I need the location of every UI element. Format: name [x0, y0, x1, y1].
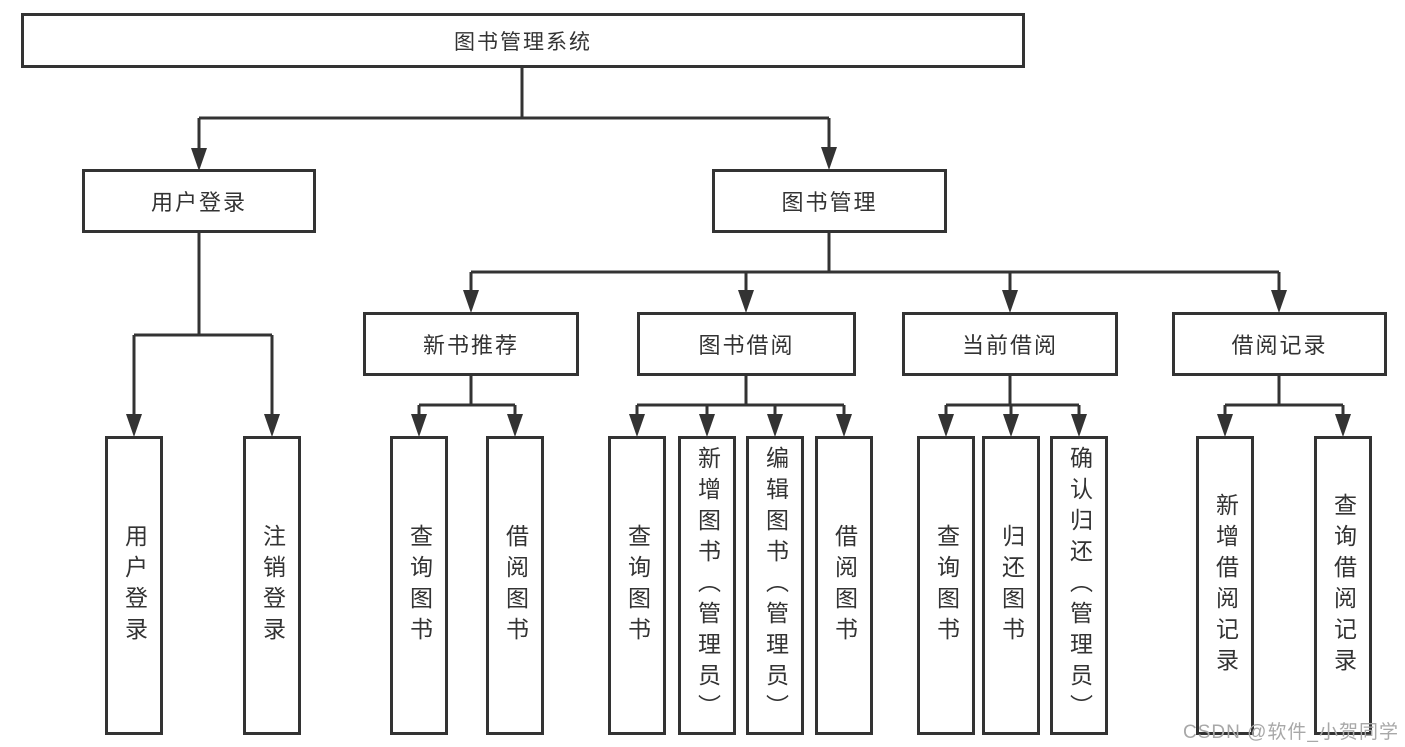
arrow-down-icon: [1217, 414, 1233, 437]
node-book-management: 图书管理: [712, 169, 947, 233]
node-borrow-records: 借阅记录: [1172, 312, 1387, 376]
arrow-down-icon: [264, 414, 280, 437]
leaf-query-books-borrowing: 查询图书: [608, 436, 666, 735]
leaf-user-login: 用户登录: [105, 436, 163, 735]
csdn-watermark: CSDN @软件_小贺同学: [1183, 722, 1399, 743]
arrow-down-icon: [767, 414, 783, 437]
connector-book-borrowing-to-children: [629, 376, 852, 437]
arrow-down-icon: [463, 290, 479, 313]
arrow-down-icon: [699, 414, 715, 437]
leaf-confirm-return-admin: 确认归还（管理员）: [1050, 436, 1108, 735]
leaf-query-books-recommend: 查询图书: [390, 436, 448, 735]
arrow-down-icon: [1071, 414, 1087, 437]
connector-new-book-recommend-to-children: [411, 376, 523, 437]
connector-user-login-to-children: [126, 233, 280, 437]
leaf-add-books-admin: 新增图书（管理员）: [678, 436, 736, 735]
leaf-edit-books-admin: 编辑图书（管理员）: [746, 436, 804, 735]
arrow-down-icon: [191, 148, 207, 171]
arrow-down-icon: [821, 147, 837, 170]
connector-root-to-level2: [191, 68, 837, 171]
arrow-down-icon: [1003, 414, 1019, 437]
leaf-return-books: 归还图书: [982, 436, 1040, 735]
arrow-down-icon: [629, 414, 645, 437]
arrow-down-icon: [1335, 414, 1351, 437]
leaf-query-borrow-record: 查询借阅记录: [1314, 436, 1372, 735]
arrow-down-icon: [411, 414, 427, 437]
node-user-login: 用户登录: [82, 169, 316, 233]
leaf-logout: 注销登录: [243, 436, 301, 735]
connector-current-borrowing-to-children: [938, 376, 1087, 437]
arrow-down-icon: [126, 414, 142, 437]
connector-book-management-to-level3: [463, 233, 1287, 313]
leaf-add-borrow-record: 新增借阅记录: [1196, 436, 1254, 735]
arrow-down-icon: [836, 414, 852, 437]
connector-borrow-records-to-children: [1217, 376, 1351, 437]
leaf-borrow-books-recommend: 借阅图书: [486, 436, 544, 735]
node-root: 图书管理系统: [21, 13, 1025, 68]
arrow-down-icon: [738, 290, 754, 313]
leaf-borrow-books: 借阅图书: [815, 436, 873, 735]
arrow-down-icon: [938, 414, 954, 437]
arrow-down-icon: [1271, 290, 1287, 313]
node-book-borrowing: 图书借阅: [637, 312, 856, 376]
leaf-query-books-current: 查询图书: [917, 436, 975, 735]
arrow-down-icon: [1002, 290, 1018, 313]
node-new-book-recommend: 新书推荐: [363, 312, 579, 376]
node-current-borrowing: 当前借阅: [902, 312, 1118, 376]
arrow-down-icon: [507, 414, 523, 437]
